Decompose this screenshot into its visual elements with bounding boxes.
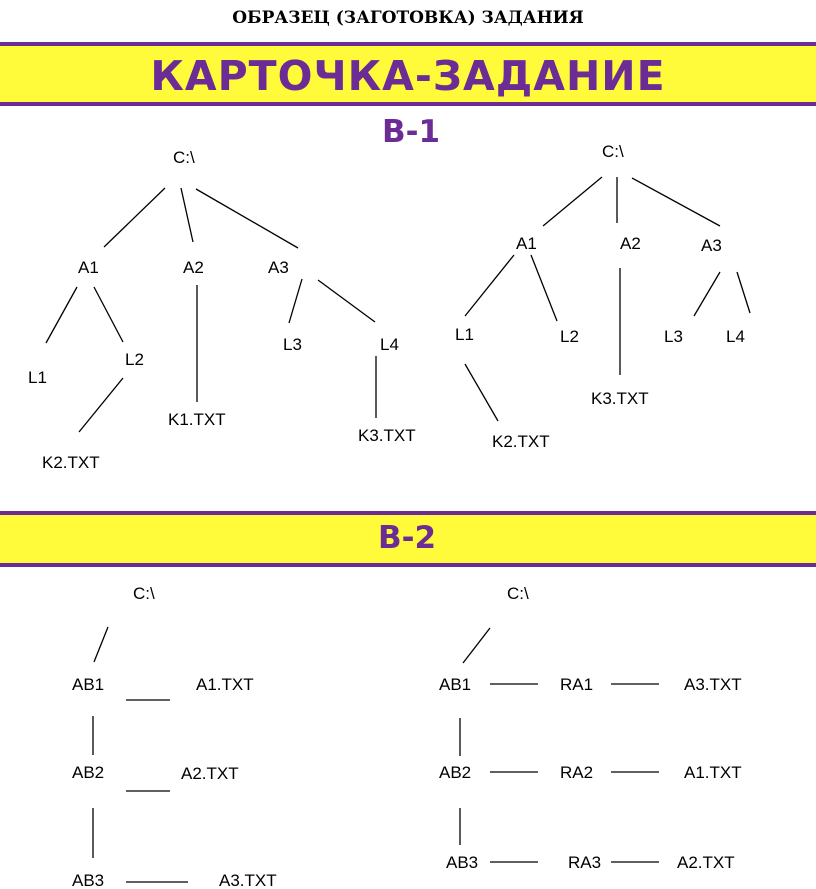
v1-right-tree: C:\ A1 A2 A3 L1 L2 L3 L4 K3.TXT K2.TXT: [455, 142, 751, 451]
node-a1: A1: [78, 258, 99, 277]
edge: [93, 626, 109, 663]
node-ab2: AB2: [439, 763, 471, 782]
edge: [288, 278, 303, 324]
node-ra1: RA1: [560, 675, 593, 694]
node-a3: A3: [268, 258, 289, 277]
edge: [693, 271, 721, 317]
edge: [464, 254, 515, 317]
variant-2-label: В-2: [378, 520, 437, 556]
edge: [542, 176, 603, 227]
node-a2: A2: [183, 258, 204, 277]
node-file-3: A3.TXT: [219, 871, 277, 889]
node-root: C:\: [133, 584, 155, 603]
node-a2: A2: [620, 234, 641, 253]
node-a1: A1: [516, 234, 537, 253]
node-k3: K3.TXT: [591, 389, 649, 408]
edge: [317, 279, 376, 323]
node-l1: L1: [28, 368, 47, 387]
node-ab1: AB1: [72, 675, 104, 694]
node-file-2: A1.TXT: [684, 763, 742, 782]
edge: [180, 187, 194, 243]
node-l4: L4: [726, 327, 745, 346]
node-k2: K2.TXT: [492, 432, 550, 451]
edge: [736, 271, 751, 314]
edge: [103, 187, 166, 248]
node-k2: K2.TXT: [42, 453, 100, 472]
edge: [78, 377, 124, 433]
page-heading: ОБРАЗЕЦ (ЗАГОТОВКА) ЗАДАНИЯ: [232, 8, 584, 28]
node-root: C:\: [602, 142, 624, 161]
node-file-3: A2.TXT: [677, 853, 735, 872]
v1-left-tree: C:\ A1 A2 A3 L1 L2 L3 L4 K2.TXT K1.TXT K…: [28, 148, 416, 472]
node-l2: L2: [125, 350, 144, 369]
edge: [631, 177, 721, 227]
variant-1-label: В-1: [382, 114, 441, 150]
node-l4: L4: [380, 335, 399, 354]
node-l1: L1: [455, 325, 474, 344]
edge: [93, 286, 124, 343]
node-k1: K1.TXT: [168, 410, 226, 429]
node-ab3: AB3: [446, 853, 478, 872]
node-a3: A3: [701, 236, 722, 255]
node-file-2: A2.TXT: [181, 764, 239, 783]
node-ab3: AB3: [72, 871, 104, 889]
node-l3: L3: [664, 327, 683, 346]
node-k3: K3.TXT: [358, 426, 416, 445]
node-ab1: AB1: [439, 675, 471, 694]
edge: [462, 627, 491, 664]
edge: [464, 363, 499, 422]
node-file-1: A3.TXT: [684, 675, 742, 694]
title-banner: КАРТОЧКА-ЗАДАНИЕ: [0, 42, 816, 106]
node-l3: L3: [283, 335, 302, 354]
banner-title: КАРТОЧКА-ЗАДАНИЕ: [150, 52, 666, 100]
node-file-1: A1.TXT: [196, 675, 254, 694]
node-ab2: AB2: [72, 763, 104, 782]
edge: [530, 254, 558, 322]
v2-right-tree: C:\ AB1 AB2 AB3 RA1 RA2 RA3 A3.TXT A1.TX…: [439, 584, 742, 872]
node-l2: L2: [560, 327, 579, 346]
edge: [195, 188, 299, 249]
node-ra3: RA3: [568, 853, 601, 872]
node-root: C:\: [173, 148, 195, 167]
node-ra2: RA2: [560, 763, 593, 782]
node-root: C:\: [507, 584, 529, 603]
variant-2-banner: В-2: [0, 511, 816, 567]
v2-left-tree: C:\ AB1 AB2 AB3 A1.TXT A2.TXT A3.TXT: [72, 584, 277, 889]
edge: [45, 286, 78, 344]
